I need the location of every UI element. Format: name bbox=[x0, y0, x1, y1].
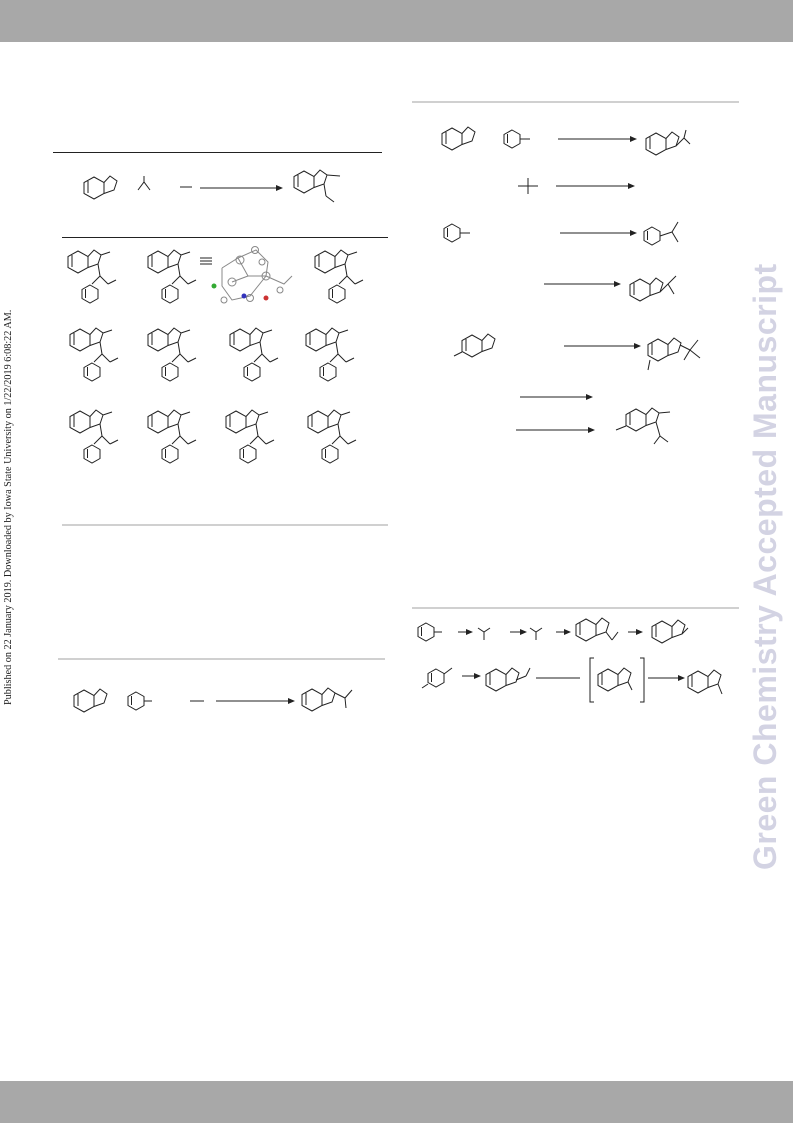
reaction-scheme-bottom-left bbox=[73, 687, 352, 713]
table-mid-rule bbox=[62, 237, 388, 238]
reaction-scheme-right-6 bbox=[516, 394, 670, 444]
mechanism-scheme bbox=[417, 617, 722, 702]
header-band bbox=[0, 0, 793, 42]
left-section-rule-1 bbox=[62, 524, 388, 526]
reaction-scheme-right-3 bbox=[443, 222, 678, 246]
reaction-scheme-right-4 bbox=[544, 276, 676, 302]
right-section-rule-1 bbox=[412, 101, 739, 103]
table-top-rule bbox=[53, 152, 382, 153]
crystal-structure bbox=[221, 247, 292, 304]
reaction-scheme-right-2 bbox=[518, 178, 635, 194]
reaction-scheme-right-1 bbox=[441, 126, 690, 156]
footer-band bbox=[0, 1081, 793, 1123]
product-grid bbox=[68, 247, 363, 464]
left-section-rule-2 bbox=[58, 658, 385, 660]
reaction-scheme-top-left bbox=[83, 169, 340, 202]
right-section-rule-2 bbox=[412, 607, 739, 609]
reaction-scheme-right-5 bbox=[454, 333, 700, 370]
